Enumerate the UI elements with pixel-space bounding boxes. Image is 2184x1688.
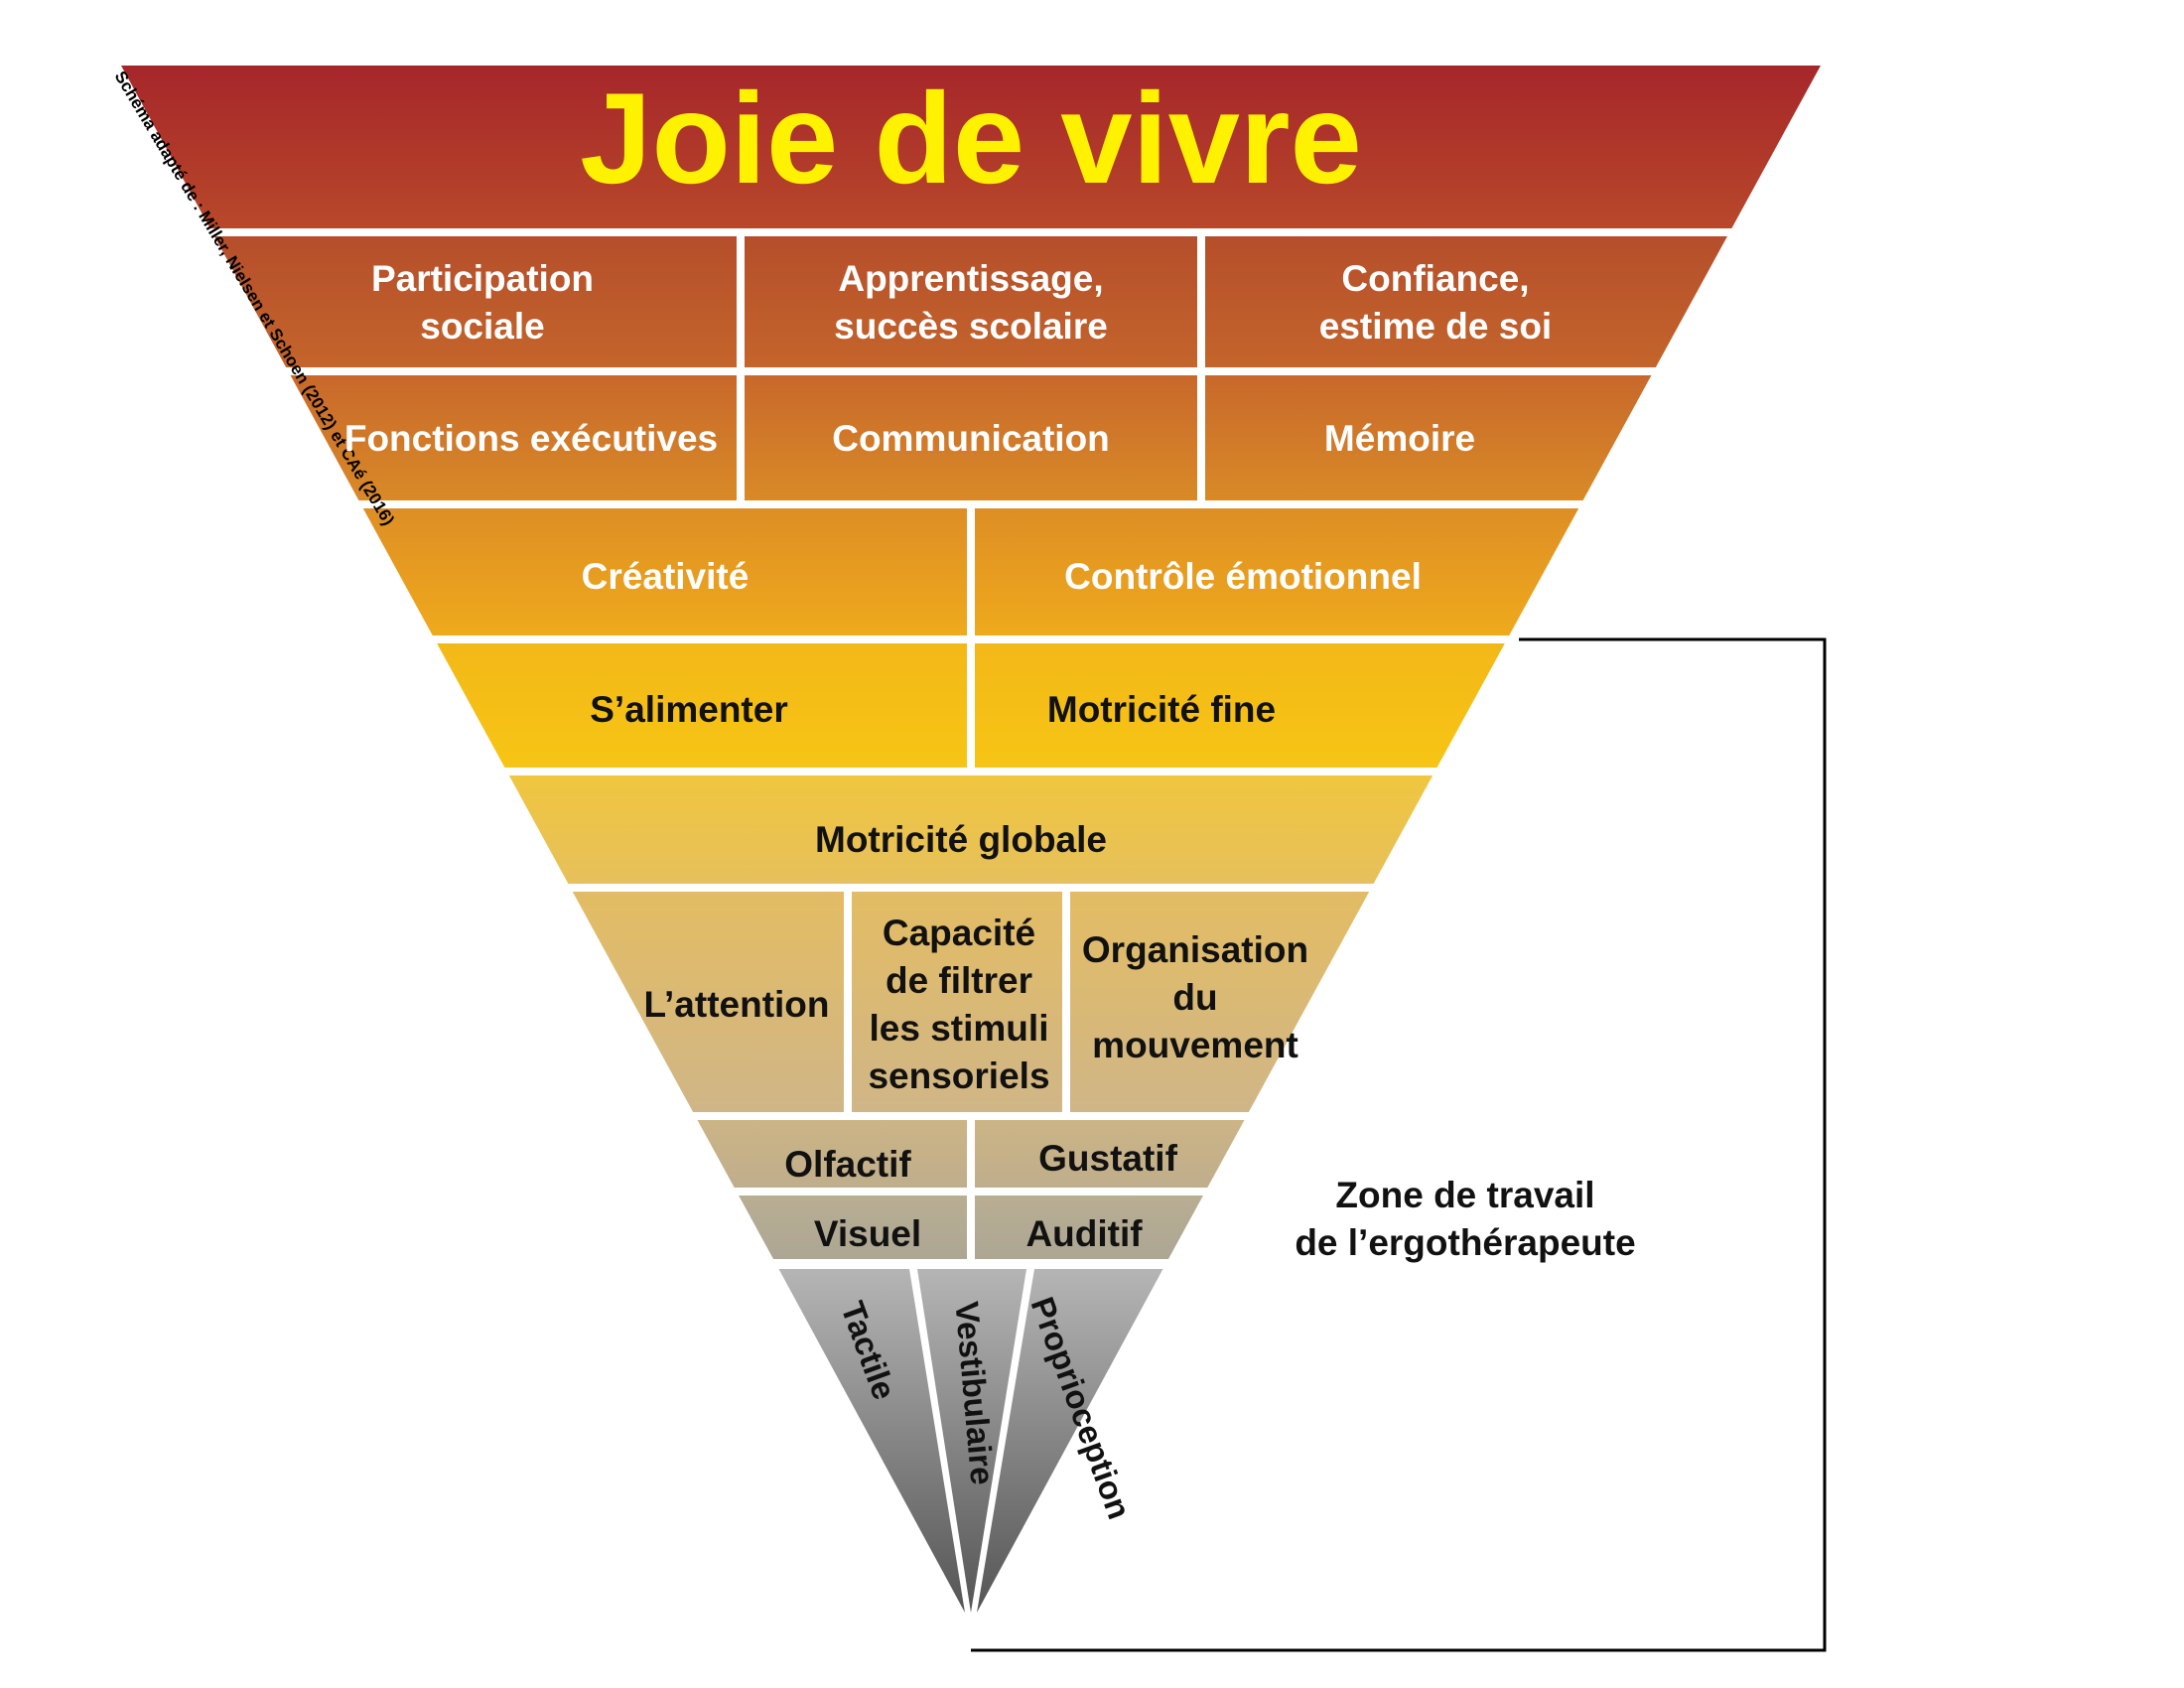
band-r6-cell xyxy=(852,892,1062,1112)
band-r7-cell xyxy=(697,1120,967,1188)
label-creativite: Créativité xyxy=(582,556,750,597)
label-attention: L’attention xyxy=(643,984,829,1025)
band-r2-cell xyxy=(745,375,1197,500)
band-tip-wedge xyxy=(977,1269,1163,1613)
label-auditif: Auditif xyxy=(1025,1213,1143,1254)
label-gustatif: Gustatif xyxy=(1038,1138,1177,1179)
band-r6-cell xyxy=(572,892,844,1112)
band-r3-cell xyxy=(975,508,1579,635)
band-r2-cell xyxy=(290,375,737,500)
label-communication: Communication xyxy=(832,418,1110,459)
band-r7-cell xyxy=(975,1120,1245,1188)
label-motricite-fine: Motricité fine xyxy=(1047,689,1276,730)
zone-bracket xyxy=(971,637,1827,1652)
band-r6-cell xyxy=(1070,892,1370,1112)
band-tip-wedge xyxy=(778,1269,965,1613)
pyramid-bands xyxy=(121,66,1821,1613)
band-top-cell xyxy=(121,66,1821,228)
band-r4-cell xyxy=(437,643,968,768)
label-fonctions-executives: Fonctions exécutives xyxy=(344,418,718,459)
band-r3-cell xyxy=(362,508,968,635)
label-motricite-globale: Motricité globale xyxy=(815,819,1107,860)
band-r8-cell xyxy=(975,1196,1203,1259)
band-r1-cell xyxy=(214,236,737,367)
label-salimenter: S’alimenter xyxy=(590,689,787,730)
title-joie-de-vivre: Joie de vivre xyxy=(580,66,1362,211)
band-r2-cell xyxy=(1205,375,1652,500)
label-apprentissage: Apprentissage,succès scolaire xyxy=(834,258,1108,347)
band-r4-cell xyxy=(975,643,1505,768)
band-r1-cell xyxy=(745,236,1197,367)
band-tip-wedge xyxy=(917,1269,1026,1613)
label-confiance: Confiance,estime de soi xyxy=(1319,258,1552,347)
label-visuel: Visuel xyxy=(814,1213,921,1254)
band-r1-cell xyxy=(1205,236,1727,367)
label-olfactif: Olfactif xyxy=(784,1144,911,1185)
band-r8-cell xyxy=(739,1196,967,1259)
band-r5-cell xyxy=(508,775,1433,884)
label-controle-emotionnel: Contrôle émotionnel xyxy=(1064,556,1422,597)
label-memoire: Mémoire xyxy=(1324,418,1475,459)
